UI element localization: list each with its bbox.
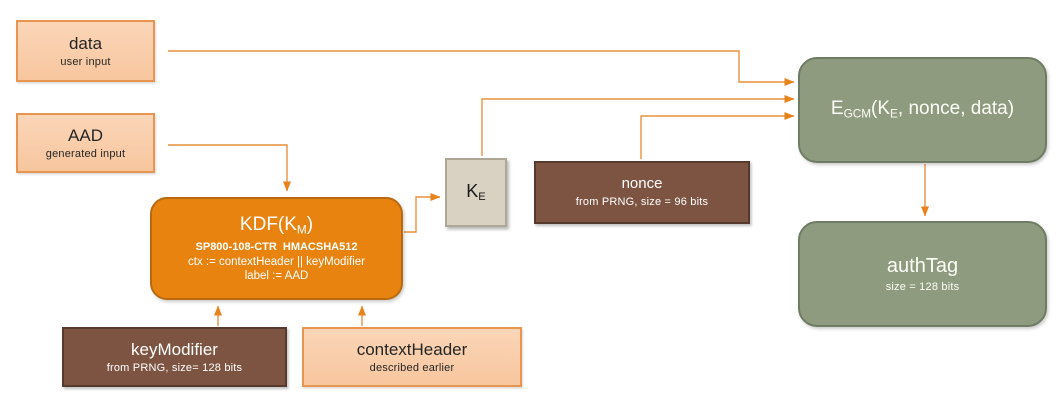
kdf-subscript: M [296,223,307,237]
arrow-data-to-egcm [168,50,795,86]
aad-node-title: AAD [68,125,103,145]
arrow-ke-to-egcm [481,95,795,156]
ke-node-symbol: KE [466,180,486,204]
arrow-nonce-to-egcm [640,112,795,159]
authtag-node: authTag size = 128 bits [798,221,1047,327]
nonce-node: nonce from PRNG, size = 96 bits [534,161,750,224]
aad-node-subtitle: generated input [45,147,126,160]
data-node-title: data [68,33,103,53]
keymodifier-node-title: keyModifier [131,339,218,359]
arrow-aad-to-kdf [168,144,291,192]
data-node-subtitle: user input [60,55,111,68]
egcm-node-formula: EGCM(KE, nonce, data) [830,98,1015,121]
arrow-kdf-to-ke [404,193,441,233]
kdf-node: KDF(KM) SP800-108-CTR HMACSHA512 ctx := … [150,197,403,300]
authtag-node-title: authTag [886,254,959,277]
kdf-node-title: KDF(KM) [239,214,314,237]
contextheader-node: contextHeader described earlier [302,327,522,387]
kdf-algorithm-line: SP800-108-CTR HMACSHA512 [195,241,358,254]
egcm-gcm-subscript: GCM [843,107,872,121]
ke-node: KE [445,158,507,227]
contextheader-node-subtitle: described earlier [369,361,455,374]
ke-subscript: E [478,191,486,204]
data-node: data user input [16,20,155,82]
aad-node: AAD generated input [16,113,155,173]
egcm-ke-subscript: E [890,107,898,121]
keymodifier-node: keyModifier from PRNG, size= 128 bits [62,327,287,387]
keymodifier-node-subtitle: from PRNG, size= 128 bits [106,361,243,374]
nonce-node-title: nonce [621,175,663,193]
authtag-node-subtitle: size = 128 bits [885,280,960,293]
contextheader-node-title: contextHeader [356,339,468,359]
egcm-node: EGCM(KE, nonce, data) [798,57,1047,163]
kdf-ctx-line: ctx := contextHeader || keyModifier [188,256,365,268]
kdf-label-line: label := AAD [244,270,309,283]
nonce-node-subtitle: from PRNG, size = 96 bits [575,196,709,208]
